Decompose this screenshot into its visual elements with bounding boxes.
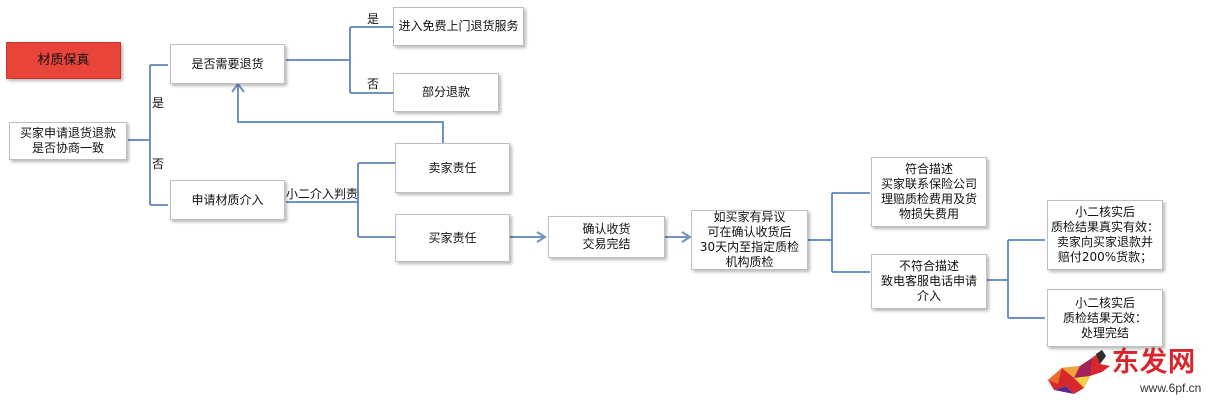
valid-result-node: 小二核实后 质检结果真实有效： 卖家向买家退款并 赔付200%货款； bbox=[1047, 200, 1163, 270]
page-title: 材质保真 bbox=[6, 42, 121, 79]
watermark-brand: 东发网 bbox=[1112, 347, 1196, 378]
no-label-start: 否 bbox=[152, 157, 165, 171]
buyer-liable-node: 买家责任 bbox=[395, 214, 510, 262]
free-pickup-node: 进入免费上门退货服务 bbox=[393, 7, 524, 46]
yes-label-return: 是 bbox=[367, 12, 380, 26]
no-label-return: 否 bbox=[367, 77, 380, 91]
apply-material-node: 申请材质介入 bbox=[170, 180, 285, 220]
edge-need-return-branch bbox=[286, 26, 393, 94]
invalid-result-node: 小二核实后 质检结果无效： 处理完结 bbox=[1047, 289, 1163, 347]
matches-description-node: 符合描述 买家联系保险公司 理赔质检费用及货 物损失费用 bbox=[871, 157, 987, 227]
yes-label-start: 是 bbox=[152, 96, 165, 110]
edge-buyer-to-confirm bbox=[510, 231, 547, 243]
watermark-logo: 东发网 www.6pf.cn bbox=[1040, 338, 1226, 402]
edge-apply-to-judge bbox=[286, 162, 395, 238]
edge-confirm-to-inspection bbox=[665, 231, 692, 243]
confirm-receipt-node: 确认收货 交易完结 bbox=[548, 216, 665, 258]
edge-inspection-to-result bbox=[807, 192, 870, 273]
edge-start-branch bbox=[128, 64, 168, 206]
judge-label: 小二介入判责 bbox=[286, 187, 359, 201]
horse-logo-icon bbox=[1048, 350, 1110, 394]
not-matches-description-node: 不符合描述 致电客服电话申请 介入 bbox=[871, 254, 987, 309]
watermark-url: www.6pf.cn bbox=[1140, 381, 1202, 395]
edge-seller-to-need-return bbox=[237, 85, 444, 143]
inspection-node: 如买家有异议 可在确认收货后 30天内至指定质检 机构质检 bbox=[691, 210, 808, 270]
seller-liable-node: 卖家责任 bbox=[395, 143, 510, 193]
start-node: 买家申请退货退款 是否协商一致 bbox=[9, 122, 127, 160]
need-return-node: 是否需要退货 bbox=[170, 44, 285, 84]
partial-refund-node: 部分退款 bbox=[393, 73, 499, 112]
edge-notmatch-to-verdict bbox=[987, 239, 1045, 319]
edge-seller-arrowhead bbox=[231, 82, 245, 93]
